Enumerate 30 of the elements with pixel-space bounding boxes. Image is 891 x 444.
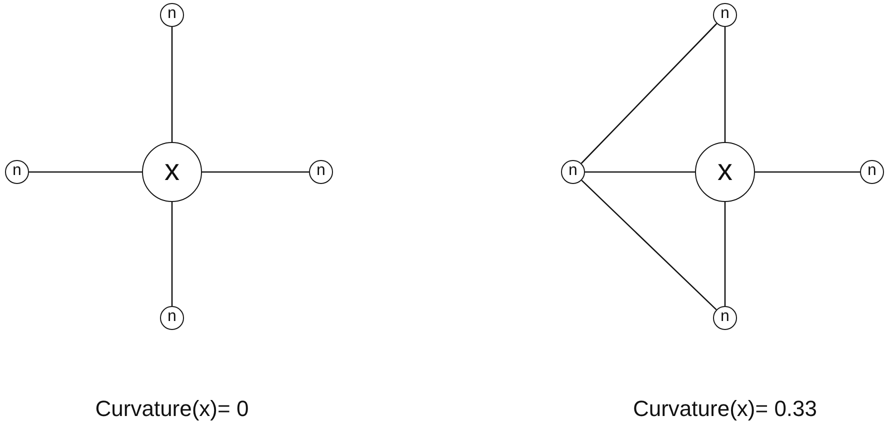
node-label: n [720,309,730,325]
curvature-caption: Curvature(x)= 0 [94,396,250,422]
neighbor-node-circle [5,160,29,184]
neighbor-node-circle [160,306,184,330]
node-label: n [720,6,730,22]
neighbor-node-circle [860,160,884,184]
node-label: x [718,156,732,186]
node-label: n [12,163,22,179]
node-label: n [316,163,326,179]
connector-line [202,171,309,173]
neighbor-node-circle [713,3,737,27]
node-label: n [168,309,176,325]
neighbor-node-circle [561,160,585,184]
connector-line [171,27,173,142]
curvature-caption: Curvature(x)= 0.33 [632,396,818,422]
connector-line [581,180,717,310]
connector-line [724,202,726,306]
node-label: n [868,163,876,179]
neighbor-node-circle [160,3,184,27]
node-label: n [568,163,578,179]
node-label: x [164,156,180,186]
connector-line [171,202,173,306]
connector-line [580,23,718,164]
neighbor-node-circle [309,160,333,184]
connector-line [724,27,726,142]
connector-line [29,171,142,173]
node-label: n [168,6,176,22]
connector-line [585,171,695,173]
connector-line [755,171,860,173]
neighbor-node-circle [713,306,737,330]
